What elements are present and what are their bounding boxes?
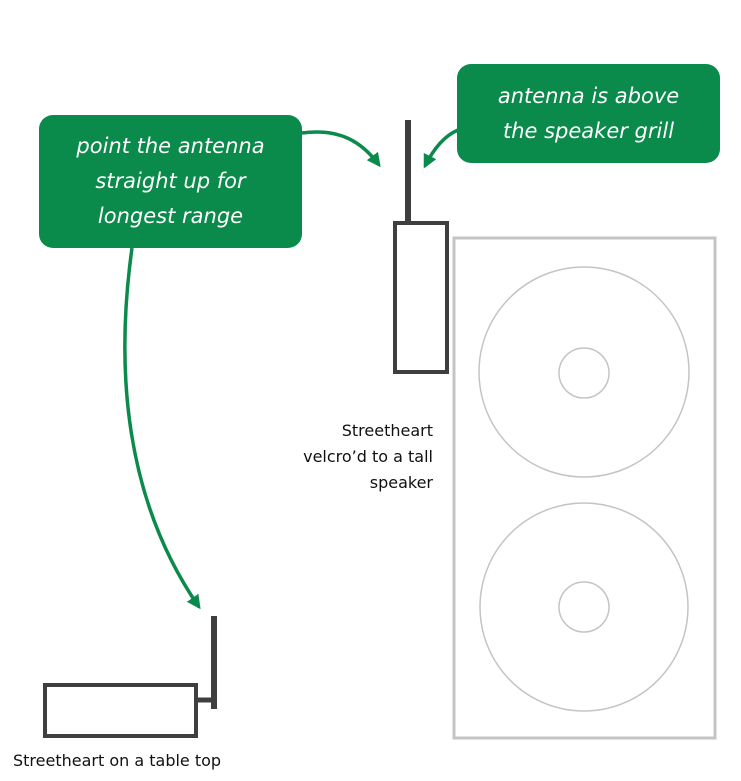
arrow-to-speaker-antenna bbox=[301, 130, 381, 168]
speaker-cabinet bbox=[452, 236, 717, 740]
streetheart-on-speaker bbox=[393, 120, 449, 374]
arrow-from-right-callout bbox=[423, 128, 459, 169]
arrow-to-table-antenna bbox=[123, 247, 201, 610]
label-speaker-mount: Streetheart velcro’d to a tall speaker bbox=[303, 418, 433, 496]
label-speaker-mount-line-2: velcro’d to a tall bbox=[303, 447, 433, 466]
callout-antenna-up-line-3: longest range bbox=[97, 204, 244, 228]
callout-antenna-above-line-2: the speaker grill bbox=[502, 118, 675, 143]
tall-speaker bbox=[452, 236, 717, 740]
callout-antenna-up: point the antenna straight up for longes… bbox=[39, 115, 302, 248]
speaker-woofer-top bbox=[478, 266, 690, 478]
speaker-woofer-bottom bbox=[479, 502, 689, 712]
callout-antenna-above-line-1: antenna is above bbox=[497, 83, 680, 108]
streetheart-on-table bbox=[43, 616, 217, 738]
speaker-dustcap-top bbox=[558, 347, 610, 399]
device-body-vertical bbox=[393, 221, 449, 374]
label-speaker-mount-line-1: Streetheart bbox=[341, 421, 433, 440]
label-table-top: Streetheart on a table top bbox=[13, 751, 222, 770]
callout-antenna-up-line-2: straight up for bbox=[95, 169, 246, 193]
speaker-dustcap-bottom bbox=[558, 581, 610, 633]
label-speaker-mount-line-3: speaker bbox=[369, 473, 433, 492]
callout-antenna-up-line-1: point the antenna bbox=[76, 134, 265, 158]
callout-antenna-above: antenna is above the speaker grill bbox=[457, 64, 720, 163]
device-body-horizontal bbox=[43, 683, 198, 738]
